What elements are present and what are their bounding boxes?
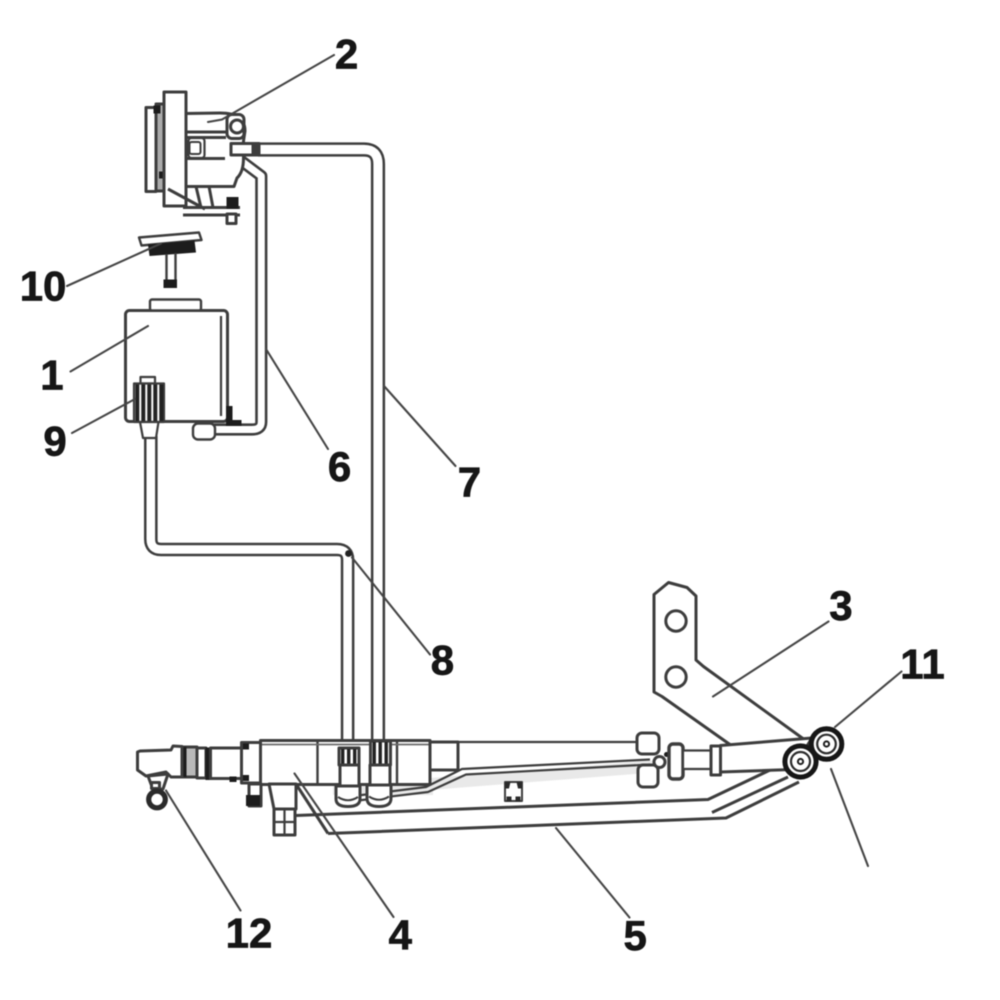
svg-text:9: 9 bbox=[43, 418, 66, 465]
svg-text:5: 5 bbox=[624, 912, 647, 959]
svg-text:4: 4 bbox=[389, 912, 413, 959]
svg-text:3: 3 bbox=[829, 582, 852, 629]
svg-text:8: 8 bbox=[431, 637, 454, 684]
svg-text:2: 2 bbox=[335, 30, 358, 77]
svg-text:10: 10 bbox=[20, 262, 67, 309]
svg-text:1: 1 bbox=[40, 351, 63, 398]
svg-text:6: 6 bbox=[328, 443, 351, 490]
svg-text:11: 11 bbox=[900, 641, 944, 688]
svg-text:12: 12 bbox=[226, 909, 273, 956]
svg-text:7: 7 bbox=[458, 459, 481, 506]
